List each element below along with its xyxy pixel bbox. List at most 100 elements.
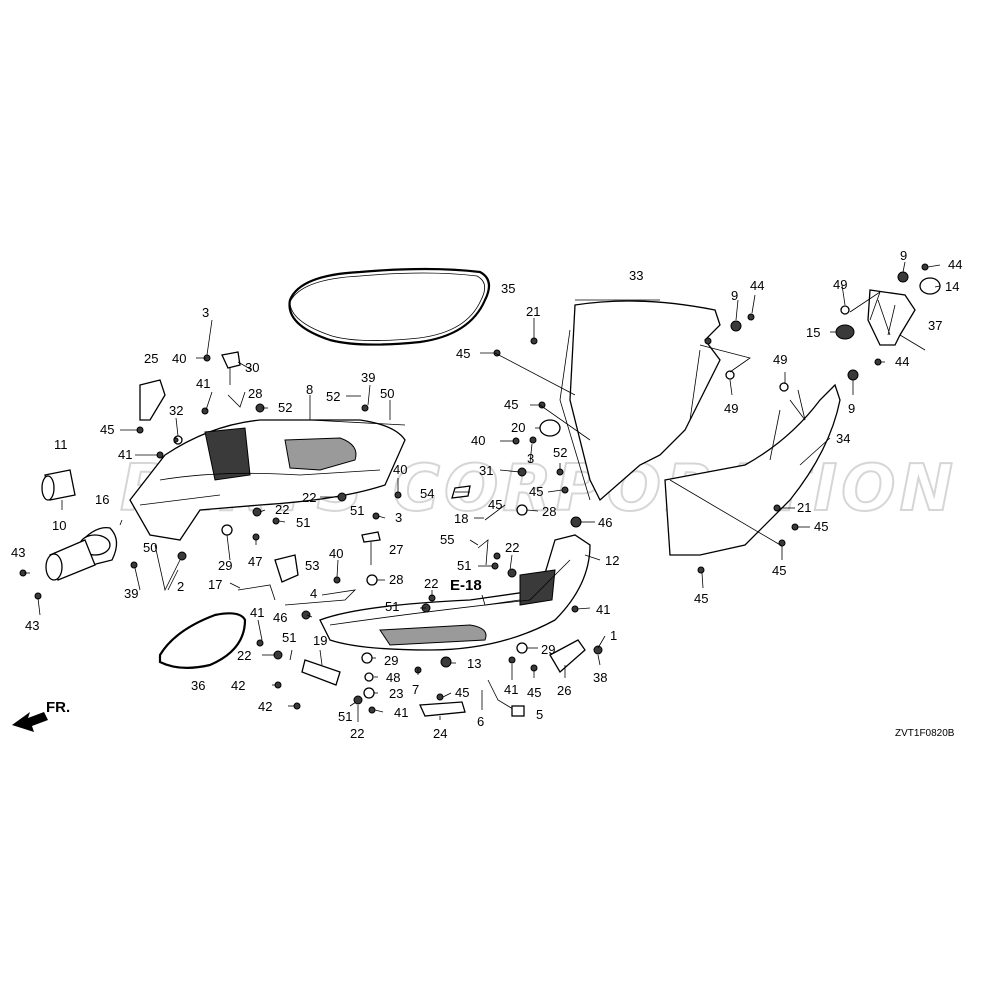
callout-21: 21 <box>797 500 811 515</box>
front-label: FR. <box>46 699 70 716</box>
callout-3: 3 <box>527 451 534 466</box>
callout-51: 51 <box>457 558 471 573</box>
callout-35: 35 <box>501 281 515 296</box>
callout-46: 46 <box>273 610 287 625</box>
part-53-tab <box>274 554 299 583</box>
part-24-plate <box>419 701 466 717</box>
callout-31: 31 <box>479 463 493 478</box>
callout-40: 40 <box>172 351 186 366</box>
reference-e18: E-18 <box>450 577 482 594</box>
part-25-hook <box>139 379 166 421</box>
callout-50: 50 <box>143 540 157 555</box>
callout-33: 33 <box>629 268 643 283</box>
callout-9: 9 <box>848 401 855 416</box>
callout-45: 45 <box>504 397 518 412</box>
callout-53: 53 <box>305 558 319 573</box>
callout-20: 20 <box>511 420 525 435</box>
part-30-clip <box>221 351 241 385</box>
callout-32: 32 <box>169 403 183 418</box>
callout-28: 28 <box>389 572 403 587</box>
callout-5: 5 <box>536 707 543 722</box>
part-37-bracket <box>867 289 916 346</box>
callout-55: 55 <box>440 532 454 547</box>
callout-45: 45 <box>100 422 114 437</box>
callout-51: 51 <box>338 709 352 724</box>
callout-14: 14 <box>945 279 959 294</box>
callout-3: 3 <box>395 510 402 525</box>
callout-22: 22 <box>302 490 316 505</box>
callout-8: 8 <box>306 382 313 397</box>
callout-52: 52 <box>278 400 292 415</box>
part-35-seal <box>288 267 491 346</box>
callout-13: 13 <box>467 656 481 671</box>
callout-45: 45 <box>488 497 502 512</box>
callouts: 1 2 3 3 3 4 5 6 7 8 9 9 9 10 11 12 13 14… <box>11 248 962 741</box>
callout-52: 52 <box>326 389 340 404</box>
callout-45: 45 <box>694 591 708 606</box>
callout-45: 45 <box>455 685 469 700</box>
part-20-grommet <box>539 419 561 437</box>
callout-37: 37 <box>928 318 942 333</box>
callout-44: 44 <box>948 257 962 272</box>
part-15-collar <box>835 324 855 340</box>
callout-40: 40 <box>471 433 485 448</box>
callout-3: 3 <box>202 305 209 320</box>
callout-43: 43 <box>11 545 25 560</box>
callout-4: 4 <box>310 586 317 601</box>
callout-19: 19 <box>313 633 327 648</box>
callout-41: 41 <box>596 602 610 617</box>
callout-40: 40 <box>393 462 407 477</box>
callout-50: 50 <box>380 386 394 401</box>
callout-45: 45 <box>772 563 786 578</box>
callout-36: 36 <box>191 678 205 693</box>
callout-41: 41 <box>504 682 518 697</box>
part-26-bracket <box>549 639 586 674</box>
callout-41: 41 <box>250 605 264 620</box>
part-12-front-cover <box>319 534 591 651</box>
part-18-rod <box>484 504 506 521</box>
callout-7: 7 <box>412 682 419 697</box>
callout-28: 28 <box>542 504 556 519</box>
callout-41: 41 <box>196 376 210 391</box>
callout-44: 44 <box>750 278 764 293</box>
callout-9: 9 <box>731 288 738 303</box>
callout-51: 51 <box>385 599 399 614</box>
callout-52: 52 <box>553 445 567 460</box>
part-33-side-panel <box>569 300 721 502</box>
callout-17: 17 <box>208 577 222 592</box>
callout-48: 48 <box>386 670 400 685</box>
callout-45: 45 <box>529 484 543 499</box>
callout-40: 40 <box>329 546 343 561</box>
callout-38: 38 <box>593 670 607 685</box>
callout-27: 27 <box>389 542 403 557</box>
callout-1: 1 <box>610 628 617 643</box>
callout-51: 51 <box>282 630 296 645</box>
callout-22: 22 <box>350 726 364 741</box>
front-direction-arrow: FR. <box>12 699 70 732</box>
part-17-wire <box>237 584 276 601</box>
part-36-seal <box>158 612 247 669</box>
part-5-cable <box>487 679 525 717</box>
leader-lines <box>24 261 941 722</box>
part-14-collar <box>919 277 941 295</box>
callout-29: 29 <box>218 558 232 573</box>
callout-21: 21 <box>526 304 540 319</box>
callout-30: 30 <box>245 360 259 375</box>
callout-43: 43 <box>25 618 39 633</box>
callout-41: 41 <box>118 447 132 462</box>
callout-47: 47 <box>248 554 262 569</box>
callout-28: 28 <box>248 386 262 401</box>
callout-22: 22 <box>505 540 519 555</box>
callout-46: 46 <box>598 515 612 530</box>
callout-51: 51 <box>296 515 310 530</box>
callout-25: 25 <box>144 351 158 366</box>
callout-41: 41 <box>394 705 408 720</box>
diagram-code: ZVT1F0820B <box>895 728 955 739</box>
callout-22: 22 <box>424 576 438 591</box>
callout-11: 11 <box>54 437 68 452</box>
callout-34: 34 <box>836 431 850 446</box>
callout-23: 23 <box>389 686 403 701</box>
callout-49: 49 <box>724 401 738 416</box>
callout-6: 6 <box>477 714 484 729</box>
